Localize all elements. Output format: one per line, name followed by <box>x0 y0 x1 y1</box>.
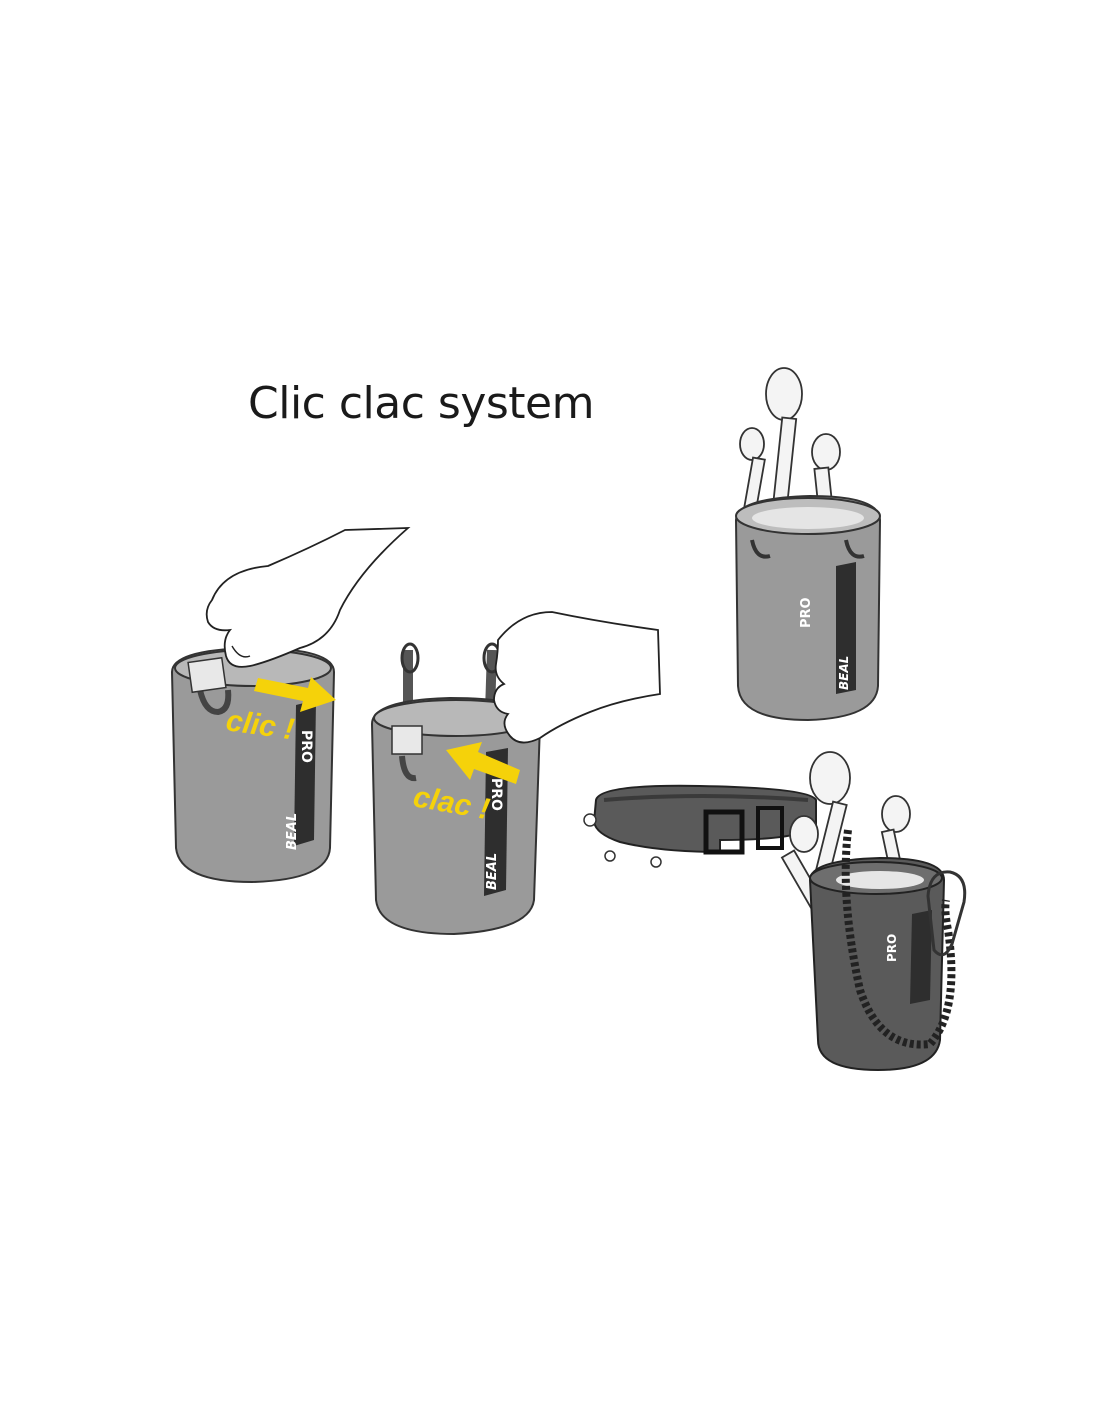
lanyard-icon <box>841 829 956 1049</box>
panel-clic: PRO BEAL clic ! <box>170 527 411 884</box>
diagram-title: Clic clac system <box>248 378 594 429</box>
strip-pro-label: PRO <box>885 934 899 962</box>
arrow-icon <box>254 677 336 712</box>
hand-icon <box>493 611 661 744</box>
strip-pro-label: PRO <box>799 597 814 628</box>
arrow-icon <box>446 742 520 784</box>
brand-label: BEAL <box>285 813 300 850</box>
brand-label: BEAL <box>837 656 851 690</box>
panel-clac: PRO BEAL clac ! <box>370 611 661 936</box>
panel-bucket-tools: PRO BEAL <box>734 367 882 722</box>
strip-pro-label: PRO <box>298 730 314 763</box>
strip-pro-label: PRO <box>488 778 504 811</box>
brand-label: BEAL <box>485 853 500 890</box>
panel-belt-bucket: PRO <box>583 751 967 1072</box>
carabiner-icon <box>926 870 967 957</box>
hand-icon <box>205 527 411 668</box>
tool-bucket-icon <box>170 646 336 884</box>
